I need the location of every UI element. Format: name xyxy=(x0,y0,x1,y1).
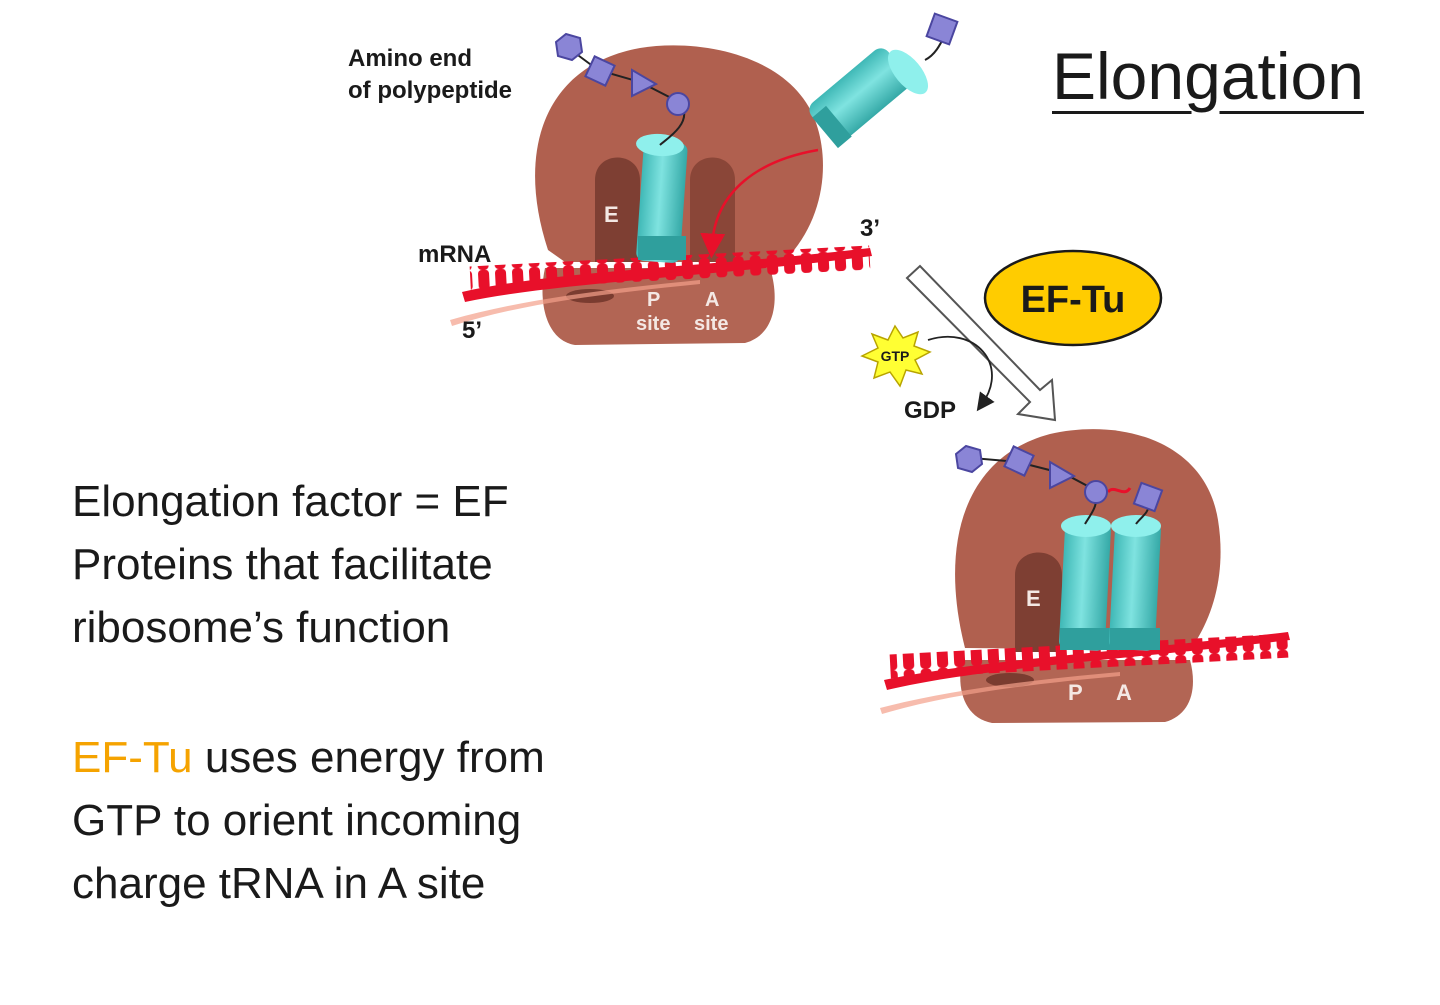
top-a-site-letter: A xyxy=(705,289,719,311)
bottom-amino-acid-triangle xyxy=(1049,460,1077,490)
bottom-mrna xyxy=(880,632,1291,714)
definition-line-2: Proteins that facilitate xyxy=(72,540,493,589)
eftu-line-1: EF-Tu uses energy from xyxy=(72,726,545,789)
top-e-site-label: E xyxy=(604,202,619,227)
amino-acid-square xyxy=(584,55,616,87)
top-e-site-pocket xyxy=(595,157,640,262)
amino-acid-circle xyxy=(666,92,690,116)
amino-end-label-line-1: Amino end xyxy=(348,45,472,72)
ef-tu-label: EF-Tu xyxy=(1021,279,1126,321)
eftu-highlight: EF-Tu xyxy=(72,733,193,782)
three-prime-label: 3’ xyxy=(860,215,880,242)
bottom-e-site-pocket xyxy=(1015,552,1062,652)
top-p-site-letter: P xyxy=(647,289,660,311)
five-prime-label: 5’ xyxy=(462,317,482,344)
definition-line-1: Elongation factor = EF xyxy=(72,477,509,526)
bottom-amino-acid-circle xyxy=(1084,480,1108,504)
top-mrna xyxy=(450,245,872,326)
top-p-site-word: site xyxy=(636,313,670,335)
bottom-e-site-label: E xyxy=(1026,586,1041,611)
bottom-p-site-trna xyxy=(1059,515,1111,651)
ef-tu-oval: EF-Tu xyxy=(983,249,1163,347)
bottom-p-site-label: P xyxy=(1068,680,1083,705)
mrna-label: mRNA xyxy=(418,241,491,268)
slide-title: Elongation xyxy=(1052,39,1364,113)
eftu-line-3: charge tRNA in A site xyxy=(72,859,486,908)
eftu-line-1-rest: uses energy from xyxy=(192,733,545,782)
bottom-amino-acid-new-square xyxy=(1132,481,1164,513)
top-p-site-trna xyxy=(636,133,688,263)
eftu-line-2: GTP to orient incoming xyxy=(72,796,522,845)
incoming-trna-arrow xyxy=(700,148,819,259)
bottom-polypeptide xyxy=(954,444,1164,525)
gtp-to-gdp-arrow xyxy=(927,335,995,412)
incoming-trna xyxy=(809,12,959,149)
top-a-site-pocket xyxy=(690,157,735,262)
amino-acid-hexagon xyxy=(554,32,584,62)
bottom-amino-acid-hexagon xyxy=(954,444,984,474)
transition-arrow xyxy=(905,264,1057,422)
top-small-subunit xyxy=(542,268,775,345)
top-polypeptide xyxy=(554,32,690,146)
bottom-a-site-label: A xyxy=(1116,680,1132,705)
gtp-label: GTP xyxy=(881,348,910,364)
definition-text: Elongation factor = EF Proteins that fac… xyxy=(72,470,509,659)
gdp-label: GDP xyxy=(904,397,956,424)
amino-acid-triangle xyxy=(631,68,659,98)
top-a-site-word: site xyxy=(694,313,728,335)
gtp-burst: GTP xyxy=(860,324,932,388)
bottom-amino-acid-square xyxy=(1003,445,1035,477)
amino-end-label-line-2: of polypeptide xyxy=(348,77,512,104)
bottom-a-site-trna xyxy=(1109,515,1161,651)
eftu-text: EF-Tu uses energy from GTP to orient inc… xyxy=(72,726,545,915)
incoming-amino-acid xyxy=(925,12,959,46)
definition-line-3: ribosome’s function xyxy=(72,603,451,652)
